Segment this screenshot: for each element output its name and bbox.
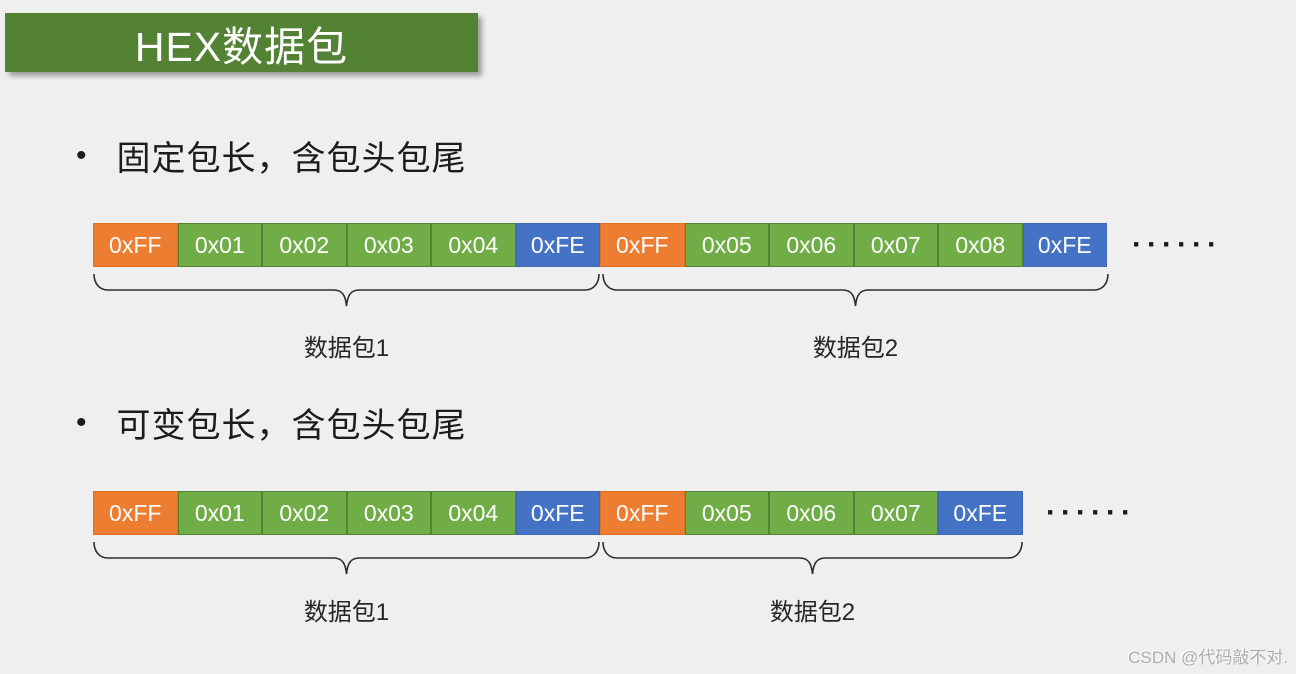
byte-cell-tail: 0xFE [938, 491, 1023, 535]
underbrace-packet2 [602, 540, 1023, 584]
byte-cell-data: 0x04 [431, 223, 516, 267]
byte-cell-tail: 0xFE [515, 491, 600, 535]
byte-cell-data: 0x03 [346, 223, 431, 267]
byte-cell-data: 0x07 [853, 491, 938, 535]
watermark: CSDN @代码敲不对. [1128, 648, 1288, 667]
byte-cell-data: 0x03 [346, 491, 431, 535]
byte-cell-data: 0x06 [769, 223, 854, 267]
underbrace-packet2 [602, 272, 1109, 316]
heading-fixed-length: • 固定包长，含包头包尾 [76, 131, 467, 180]
byte-cell-data: 0x01 [177, 223, 262, 267]
packet-label: 数据包2 [769, 599, 856, 626]
packet-label: 数据包2 [812, 335, 899, 362]
byte-cell-header: 0xFF [93, 223, 178, 267]
continuation-dots: ······ [1132, 228, 1222, 261]
slide-title: HEX数据包 [134, 23, 349, 70]
byte-cell-data: 0x02 [262, 223, 347, 267]
byte-cell-data: 0x01 [177, 491, 262, 535]
byte-cell-header: 0xFF [600, 223, 685, 267]
heading-text: 可变包长，含包头包尾 [116, 407, 467, 445]
byte-cell-tail: 0xFE [515, 223, 600, 267]
byte-cell-data: 0x05 [684, 491, 769, 535]
byte-cell-header: 0xFF [600, 491, 685, 535]
byte-cell-data: 0x08 [938, 223, 1023, 267]
byte-row-variable: 0xFF 0x01 0x02 0x03 0x04 0xFE 0xFF 0x05 … [93, 491, 1023, 535]
packet-label: 数据包1 [303, 335, 390, 362]
underbrace-packet1 [93, 272, 600, 316]
bullet-icon: • [76, 405, 87, 439]
slide-title-banner: HEX数据包 [5, 13, 478, 72]
byte-cell-header: 0xFF [93, 491, 178, 535]
byte-cell-data: 0x05 [684, 223, 769, 267]
continuation-dots: ······ [1046, 496, 1136, 529]
heading-text: 固定包长，含包头包尾 [116, 140, 467, 178]
byte-cell-data: 0x06 [769, 491, 854, 535]
byte-cell-tail: 0xFE [1022, 223, 1107, 267]
byte-cell-data: 0x02 [262, 491, 347, 535]
packet-label: 数据包1 [303, 599, 390, 626]
byte-row-fixed: 0xFF 0x01 0x02 0x03 0x04 0xFE 0xFF 0x05 … [93, 223, 1107, 267]
underbrace-packet1 [93, 540, 600, 584]
byte-cell-data: 0x04 [431, 491, 516, 535]
heading-variable-length: • 可变包长，含包头包尾 [76, 398, 467, 447]
bullet-icon: • [76, 138, 87, 172]
byte-cell-data: 0x07 [853, 223, 938, 267]
